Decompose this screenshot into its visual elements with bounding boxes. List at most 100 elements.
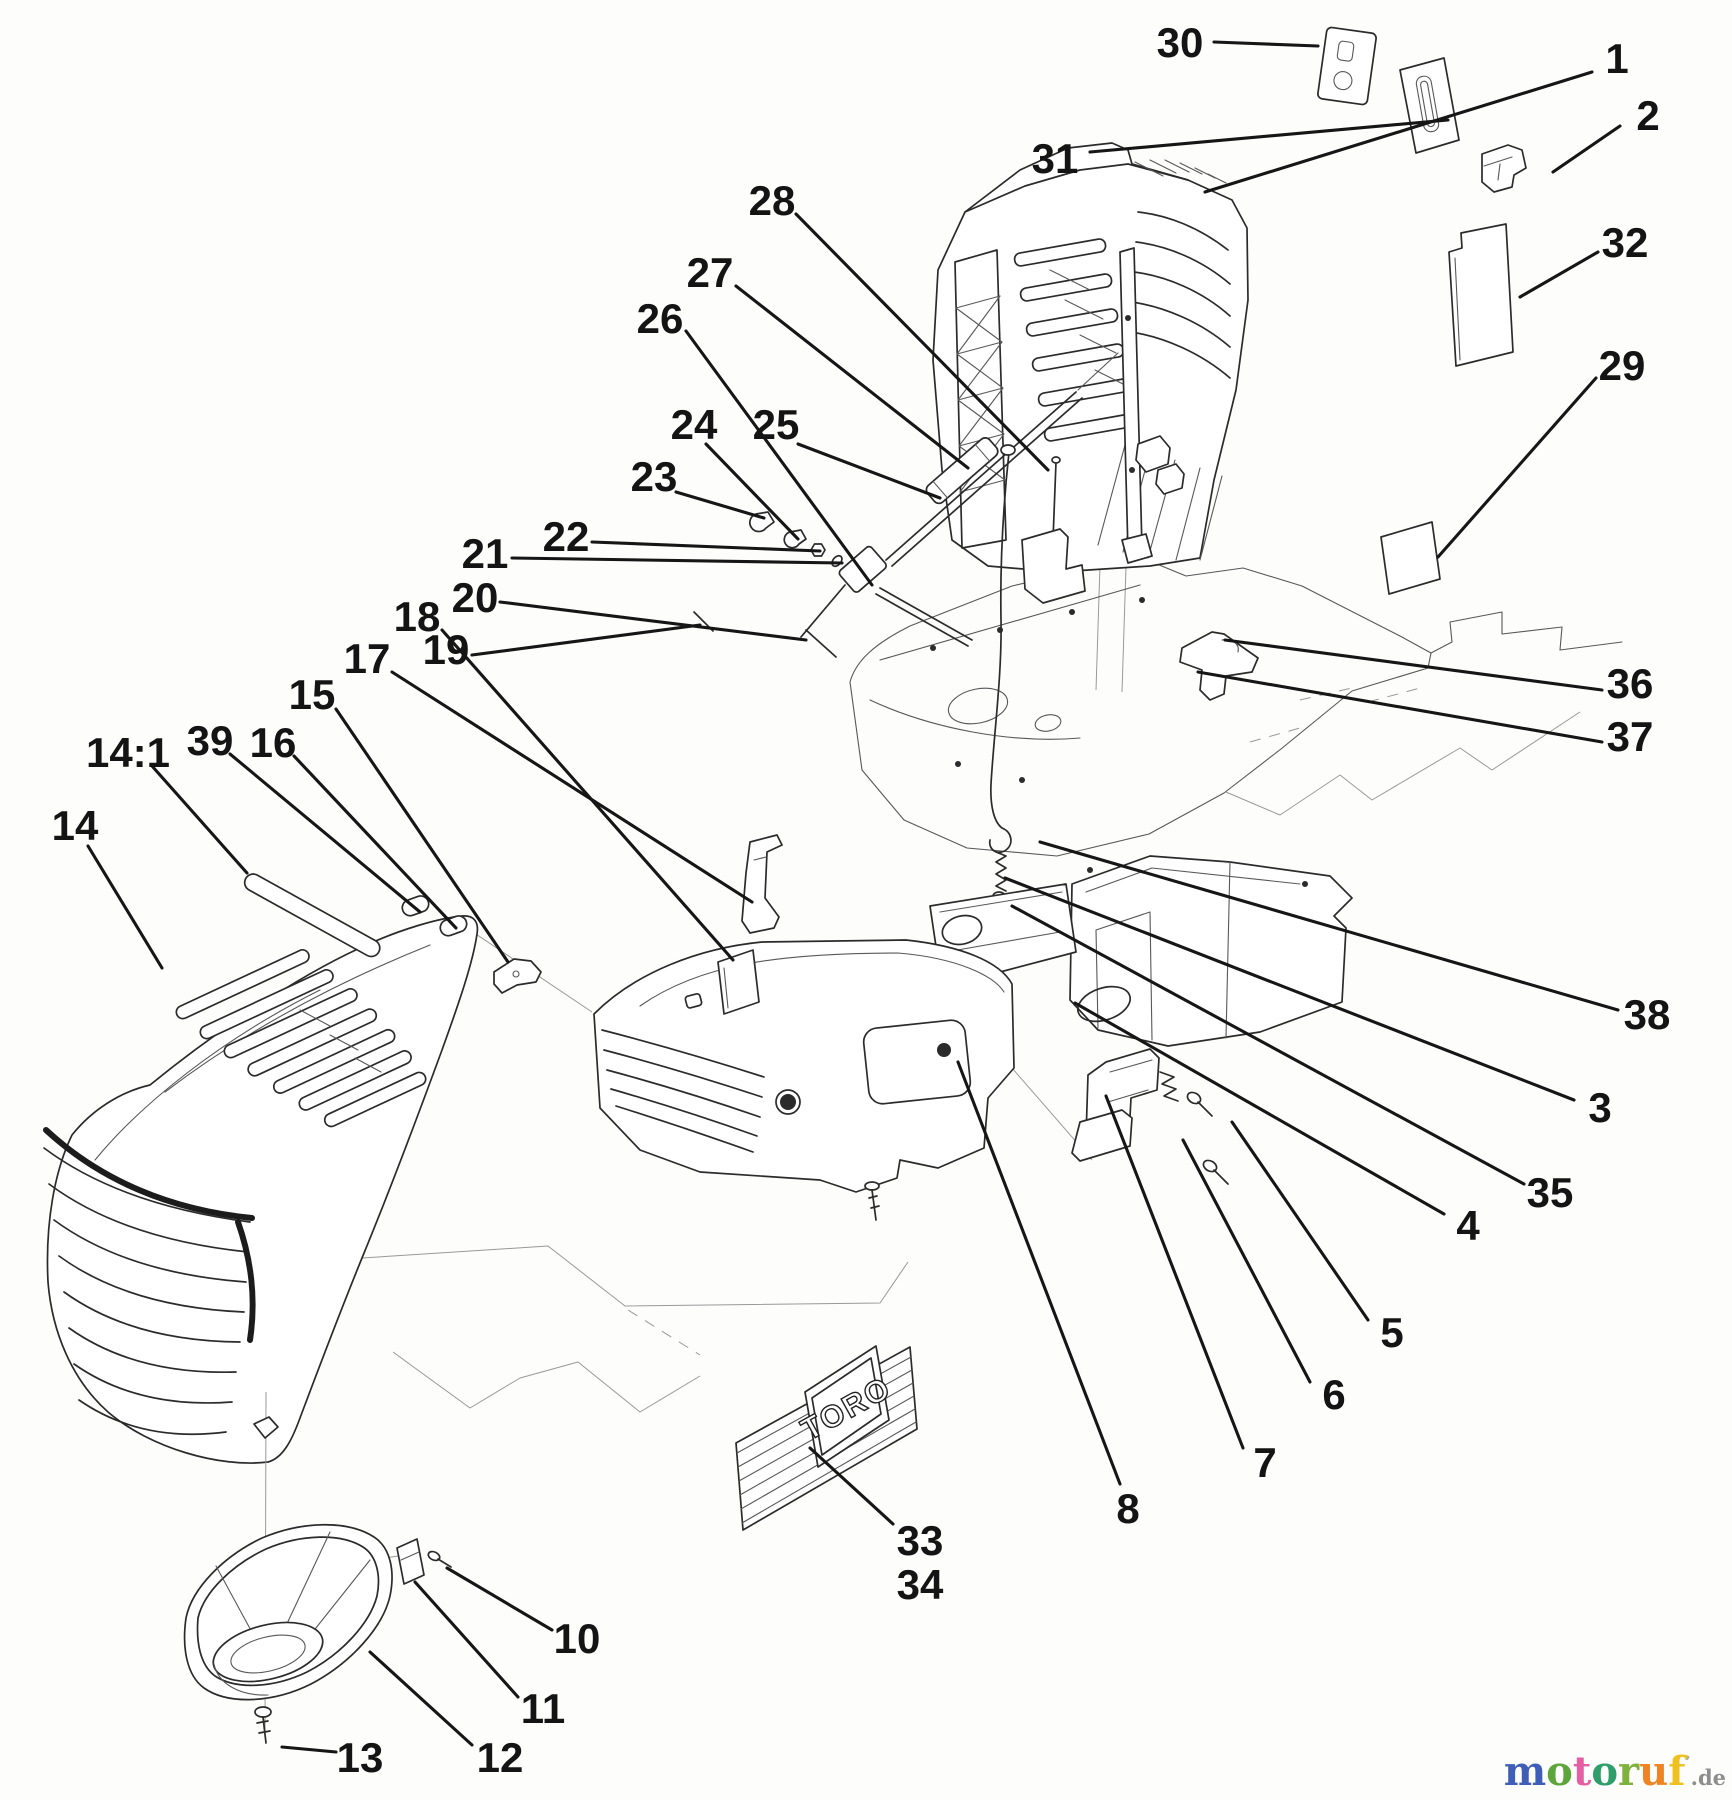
callout-30: 30 — [1157, 19, 1204, 66]
small-clips — [401, 834, 783, 1015]
callout-24: 24 — [671, 401, 718, 448]
plate-two-holes — [1317, 26, 1377, 106]
hood-seal-strip — [243, 873, 381, 958]
callout-14:1: 14:1 — [86, 729, 170, 776]
callout-38: 38 — [1624, 991, 1671, 1038]
callout-14: 14 — [52, 802, 99, 849]
leader-line-14:1 — [150, 764, 249, 875]
mount-brackets — [1071, 1048, 1229, 1185]
leader-line-1 — [1203, 70, 1594, 194]
callout-3: 3 — [1588, 1084, 1611, 1131]
leader-line-26 — [684, 329, 874, 587]
leader-line-5 — [1230, 1120, 1370, 1322]
leader-line-21 — [510, 556, 844, 565]
leader-line-22 — [590, 540, 822, 553]
leader-line-14 — [86, 844, 164, 970]
leader-line-25 — [796, 442, 942, 500]
watermark-letter: m — [1503, 1748, 1547, 1795]
side-panel-decal — [1448, 223, 1514, 367]
callout-23: 23 — [631, 453, 678, 500]
latch-block — [1481, 144, 1527, 193]
callout-19: 19 — [423, 626, 470, 673]
watermark-trademark-tick: ’ — [1685, 1753, 1691, 1771]
decal-plates — [1317, 26, 1527, 595]
leader-line-39 — [228, 752, 422, 914]
leader-line-36 — [1223, 638, 1604, 692]
leader-line-17 — [390, 670, 754, 904]
small-decal-plate — [1380, 521, 1441, 595]
front-grille-housing — [593, 939, 1015, 1221]
callout-15: 15 — [289, 671, 336, 718]
watermark-letter: o — [1546, 1748, 1573, 1795]
callout-32: 32 — [1602, 219, 1649, 266]
leader-line-33 — [808, 1446, 895, 1526]
callout-1: 1 — [1605, 35, 1628, 82]
leader-line-12 — [368, 1650, 474, 1747]
leader-line-20 — [498, 600, 808, 642]
leader-line-27 — [734, 284, 970, 470]
leader-lines — [86, 40, 1622, 1754]
callout-20: 20 — [452, 574, 499, 621]
callout-7: 7 — [1253, 1439, 1276, 1486]
callout-26: 26 — [637, 295, 684, 342]
callout-27: 27 — [687, 249, 734, 296]
leader-line-38 — [1038, 840, 1620, 1012]
latch-rod-assembly — [693, 352, 1119, 658]
leader-line-29 — [1436, 376, 1598, 559]
callout-39: 39 — [187, 717, 234, 764]
motoruf-watermark: motoruf’.de — [1504, 1752, 1726, 1792]
callout-34: 34 — [897, 1561, 944, 1608]
leader-line-15 — [334, 707, 510, 964]
callout-17: 17 — [344, 635, 391, 682]
watermark-letter: f — [1668, 1748, 1686, 1795]
callout-31: 31 — [1032, 135, 1079, 182]
watermark-letter: u — [1639, 1748, 1669, 1795]
leader-line-3 — [1003, 876, 1576, 1102]
leader-line-32 — [1518, 250, 1600, 299]
leader-line-8 — [956, 1060, 1122, 1486]
callout-13: 13 — [337, 1734, 384, 1781]
leader-line-35 — [1010, 904, 1526, 1186]
leader-line-16 — [292, 754, 458, 930]
leader-line-28 — [794, 212, 1050, 472]
callout-11: 11 — [521, 1685, 565, 1732]
callout-22: 22 — [543, 513, 590, 560]
leader-line-7 — [1104, 1094, 1245, 1450]
watermark-letter: o — [1591, 1748, 1619, 1795]
callout-18: 18 — [394, 593, 441, 640]
callout-8: 8 — [1116, 1485, 1139, 1532]
plate-slotted — [1399, 57, 1460, 154]
leader-line-18 — [440, 628, 735, 962]
callout-29: 29 — [1599, 342, 1646, 389]
callout-2: 2 — [1636, 92, 1659, 139]
callout-6: 6 — [1322, 1371, 1345, 1418]
callout-4: 4 — [1456, 1202, 1480, 1249]
discharge-funnel — [183, 1391, 452, 1744]
leader-line-37 — [1196, 670, 1604, 744]
callout-10: 10 — [554, 1615, 601, 1662]
callout-21: 21 — [462, 530, 509, 577]
hood — [43, 915, 479, 1464]
watermark-letter: t — [1572, 1748, 1592, 1795]
leader-line-13 — [280, 1745, 338, 1754]
leader-line-6 — [1181, 1138, 1312, 1384]
leader-line-2 — [1551, 124, 1622, 174]
callout-28: 28 — [749, 177, 796, 224]
callout-12: 12 — [477, 1734, 524, 1781]
callout-25: 25 — [753, 401, 800, 448]
callout-33: 33 — [897, 1517, 944, 1564]
watermark-domain-suffix: .de — [1690, 1765, 1726, 1790]
leader-line-4 — [1073, 1001, 1446, 1216]
dash-support-bracket — [929, 855, 1353, 1047]
leader-line-23 — [674, 490, 766, 520]
callout-36: 36 — [1607, 660, 1654, 707]
callout-16: 16 — [250, 719, 297, 766]
callout-37: 37 — [1607, 713, 1654, 760]
watermark-letter: r — [1618, 1748, 1640, 1795]
leader-line-30 — [1212, 40, 1320, 48]
callout-5: 5 — [1380, 1309, 1403, 1356]
leader-line-11 — [413, 1580, 520, 1699]
